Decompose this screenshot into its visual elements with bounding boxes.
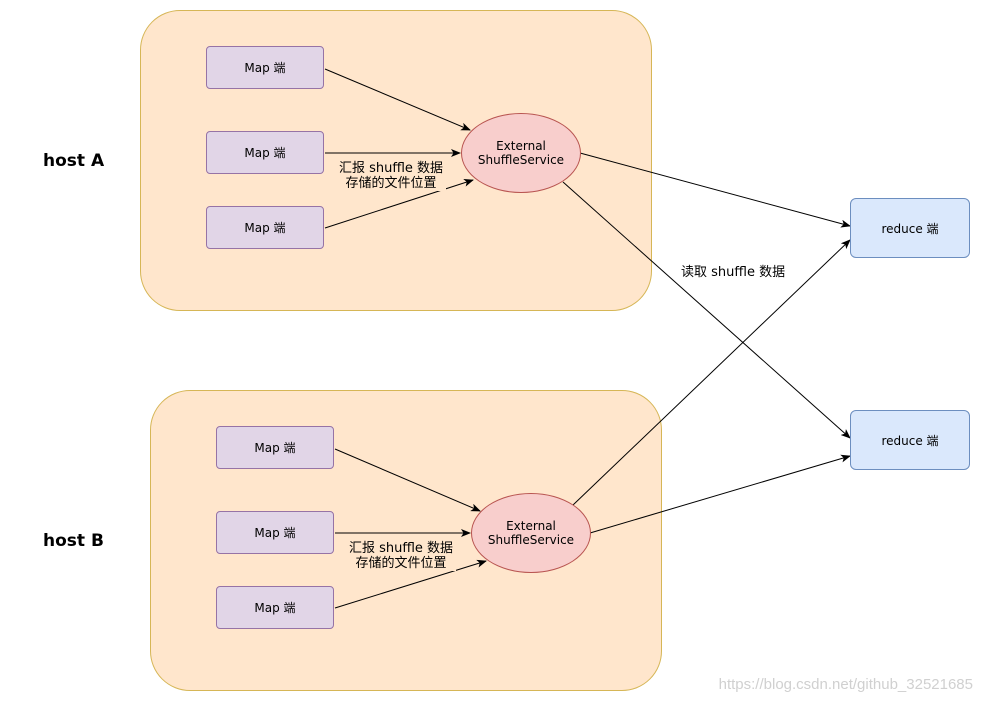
- report-label-b-line1: 汇报 shuffle 数据: [348, 541, 454, 556]
- report-label-b-line2: 存储的文件位置: [355, 556, 447, 571]
- ess-b-line1: External: [506, 519, 556, 533]
- map-node-b1: Map 端: [216, 426, 334, 469]
- reduce-node-1: reduce 端: [850, 198, 970, 258]
- report-label-a-line1: 汇报 shuffle 数据: [338, 161, 444, 176]
- map-node-a3: Map 端: [206, 206, 324, 249]
- map-node-a2: Map 端: [206, 131, 324, 174]
- ess-b-line2: ShuffleService: [487, 533, 575, 547]
- edge-map-b3-to-ess-b: [334, 559, 487, 609]
- external-shuffle-service-a: External ShuffleService: [461, 113, 581, 193]
- reduce-node-2: reduce 端: [850, 410, 970, 470]
- edge-map-b1-to-ess-b: [334, 448, 481, 512]
- watermark: https://blog.csdn.net/github_32521685: [718, 676, 973, 693]
- map-node-b3: Map 端: [216, 586, 334, 629]
- host-b-label: host B: [43, 531, 104, 551]
- external-shuffle-service-b: External ShuffleService: [471, 493, 591, 573]
- edge-map-a3-to-ess-a: [324, 178, 474, 229]
- ess-a-line2: ShuffleService: [477, 153, 565, 167]
- edge-ess-a-to-reduce-1: [579, 152, 851, 228]
- ess-a-line1: External: [496, 139, 546, 153]
- edge-map-a1-to-ess-a: [324, 68, 471, 131]
- host-a-label: host A: [43, 151, 105, 171]
- edge-ess-b-to-reduce-2: [589, 454, 851, 534]
- read-shuffle-label: 读取 shuffle 数据: [681, 265, 786, 280]
- map-node-b2: Map 端: [216, 511, 334, 554]
- map-node-a1: Map 端: [206, 46, 324, 89]
- report-label-a-line2: 存储的文件位置: [345, 176, 437, 191]
- edge-ess-a-to-reduce-2: [562, 181, 851, 439]
- report-label-b: 汇报 shuffle 数据 存储的文件位置: [346, 541, 456, 571]
- report-label-a: 汇报 shuffle 数据 存储的文件位置: [336, 161, 446, 191]
- edge-ess-b-to-reduce-1: [572, 239, 851, 506]
